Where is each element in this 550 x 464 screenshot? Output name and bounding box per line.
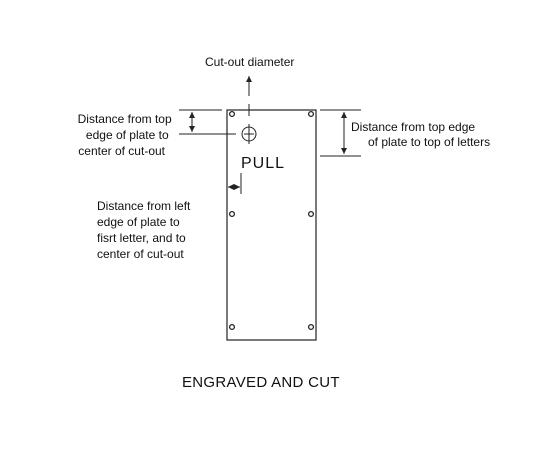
left-to-letter-label-line: Distance from left xyxy=(97,199,191,213)
screw-hole xyxy=(228,110,236,118)
plate-text: PULL xyxy=(241,155,285,172)
top-to-letters-label: Distance from top edge of plate to top o… xyxy=(351,120,490,149)
cut-out-symbol xyxy=(241,124,257,144)
left-to-letter-label-line: fisrt letter, and to xyxy=(97,231,186,245)
screw-hole xyxy=(307,110,315,118)
top-to-letters-label-line: Distance from top edge xyxy=(351,120,475,134)
left-to-letter-label-line: center of cut-out xyxy=(97,247,184,261)
left-to-letter-label: Distance from left edge of plate to fisr… xyxy=(97,199,194,261)
door-plate xyxy=(226,109,317,341)
top-to-letters-label-line: of plate to top of letters xyxy=(368,135,490,149)
left-to-letter-label-line: edge of plate to xyxy=(97,215,180,229)
screw-hole xyxy=(307,210,315,218)
screw-holes xyxy=(228,110,315,331)
top-to-cutout-label: Distance from top edge of plate to cente… xyxy=(78,112,175,158)
top-to-cutout-label-line: Distance from top xyxy=(78,112,172,126)
diagram-caption: ENGRAVED AND CUT xyxy=(182,374,340,391)
cutout-diameter-label: Cut-out diameter xyxy=(205,55,294,69)
screw-hole xyxy=(307,323,315,331)
top-to-cutout-label-line: edge of plate to xyxy=(86,128,169,142)
left-to-letter-dimension xyxy=(228,173,242,194)
top-to-letters-dimension xyxy=(320,109,361,157)
top-to-cutout-label-line: center of cut-out xyxy=(78,144,165,158)
screw-hole xyxy=(228,210,236,218)
screw-hole xyxy=(228,323,236,331)
top-to-cutout-dimension xyxy=(179,109,236,135)
